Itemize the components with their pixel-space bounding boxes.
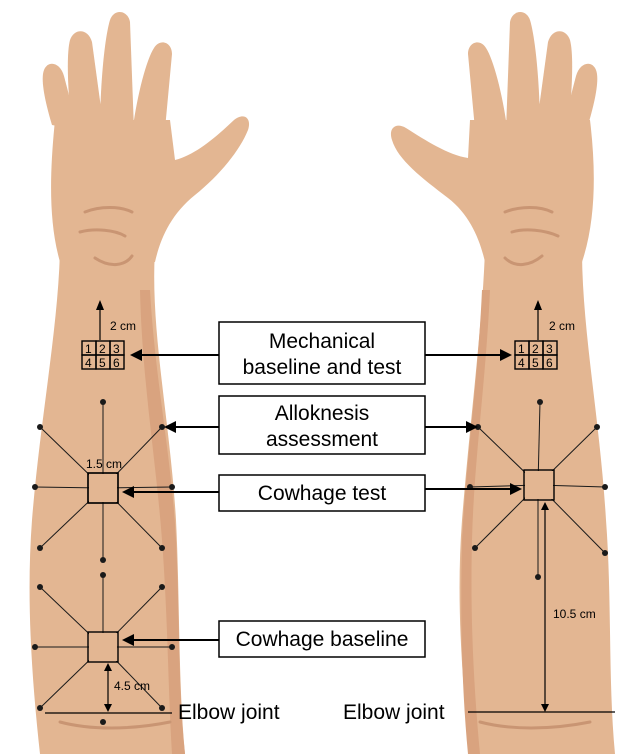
elbow-joint-label-left: Elbow joint: [178, 701, 280, 724]
mechanical-label-box: Mechanical baseline and test: [130, 322, 512, 384]
left-mechanical-grid: 1 2 3 4 5 6: [82, 341, 124, 370]
left-arm: [30, 12, 249, 754]
cowhage-test-label: Cowhage test: [258, 482, 387, 505]
square-size-label: 1.5 cm: [86, 457, 122, 471]
baseline-to-elbow-label: 4.5 cm: [114, 679, 150, 693]
alloknesis-label-box: Alloknesis assessment: [164, 396, 478, 454]
grid-number: 5: [99, 356, 106, 370]
mechanical-label-line1: Mechanical: [269, 330, 375, 353]
grid-number: 1: [85, 342, 92, 356]
grid-number: 2: [99, 342, 106, 356]
alloknesis-label-line1: Alloknesis: [275, 402, 370, 425]
grid-number: 6: [113, 356, 120, 370]
grid-number: 3: [546, 342, 553, 356]
grid-number: 2: [532, 342, 539, 356]
alloknesis-label-line2: assessment: [266, 428, 378, 451]
grid-number: 6: [546, 356, 553, 370]
left-wrist-distance: 2 cm: [110, 319, 136, 333]
test-to-elbow-label: 10.5 cm: [553, 607, 596, 621]
right-wrist-distance: 2 cm: [549, 319, 575, 333]
right-mechanical-grid: 1 2 3 4 5 6: [515, 341, 557, 370]
grid-number: 5: [532, 356, 539, 370]
elbow-joint-label-right: Elbow joint: [343, 701, 445, 724]
grid-number: 3: [113, 342, 120, 356]
mechanical-label-line2: baseline and test: [243, 356, 402, 379]
grid-number: 1: [518, 342, 525, 356]
grid-number: 4: [85, 356, 92, 370]
grid-number: 4: [518, 356, 525, 370]
cowhage-baseline-label: Cowhage baseline: [236, 628, 409, 651]
cowhage-test-label-box: Cowhage test: [122, 475, 522, 511]
